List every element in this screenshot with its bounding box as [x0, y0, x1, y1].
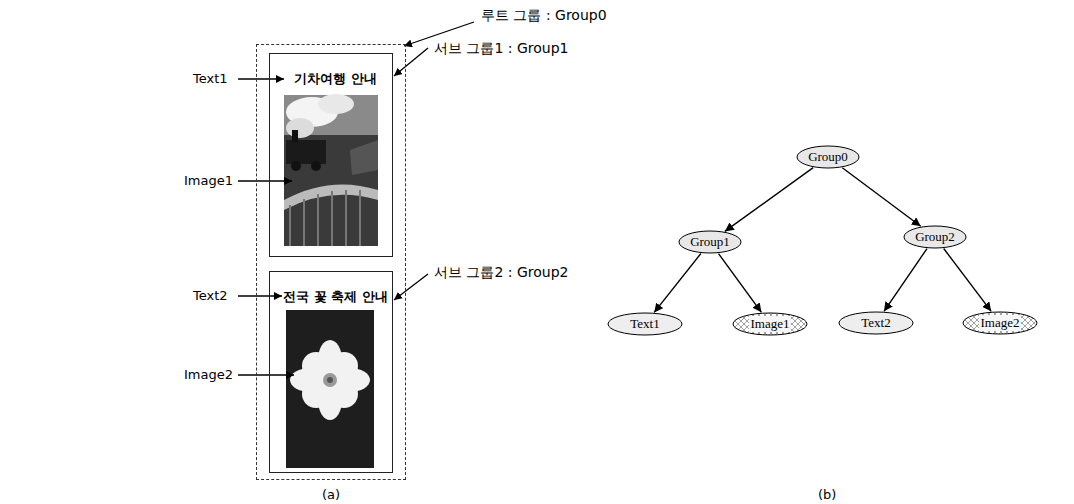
group-label: 서브 그룹2 : Group2 [434, 264, 569, 281]
ellipse-outline [839, 312, 913, 334]
content-title: 기차여행 안내 [294, 71, 377, 87]
panel-caption: (a) [322, 487, 340, 503]
node-label: Group0 [808, 149, 848, 165]
tree-node-ellipse: Group1 [678, 230, 742, 254]
ellipse-outline [963, 312, 1037, 334]
tree-edge [654, 254, 701, 313]
tree-node-ellipse: Image2 [962, 311, 1038, 335]
node-label: Image2 [979, 315, 1022, 331]
tree-edge [842, 168, 920, 227]
group-label: 서브 그룹1 : Group1 [434, 40, 569, 57]
ellipse-outline [608, 313, 682, 335]
sub-group-box: 서브 그룹1 : Group1기차여행 안내 [269, 53, 393, 257]
tree-node-ellipse: Image1 [732, 312, 808, 336]
callout-label: Text2 [193, 288, 228, 304]
tree-edge [884, 249, 927, 312]
ellipse-outline [679, 231, 741, 253]
tree-node-ellipse: Group0 [796, 145, 860, 169]
sub-group-box: 서브 그룹2 : Group2전국 꽃 축제 안내 [269, 271, 393, 473]
node-label: Image1 [749, 316, 792, 332]
node-label: Group2 [915, 229, 955, 245]
root-group-box: 루트 그룹 : Group0서브 그룹1 : Group1기차여행 안내서브 그… [256, 44, 406, 480]
leader-lines [238, 22, 474, 375]
callout-label: Image1 [184, 173, 233, 189]
callout-label: Text1 [193, 71, 228, 87]
node-label: Text2 [861, 315, 890, 331]
tree-edge [719, 254, 762, 313]
node-label: Text1 [630, 316, 659, 332]
ellipse-outline [797, 146, 859, 168]
content-title: 전국 꽃 축제 안내 [283, 289, 388, 305]
tree-node-ellipse: Group2 [903, 225, 967, 249]
train-photo [284, 94, 378, 246]
tree-edge [725, 168, 813, 232]
tree-edge [944, 249, 992, 312]
tree-node-ellipse: Text1 [607, 312, 683, 336]
panel-caption: (b) [818, 487, 836, 503]
flower-photo [286, 310, 374, 468]
ellipse-outline [733, 313, 807, 335]
group-label: 루트 그룹 : Group0 [481, 7, 607, 24]
node-label: Group1 [690, 234, 730, 250]
tree-node-ellipse: Text2 [838, 311, 914, 335]
callout-label: Image2 [184, 367, 233, 383]
ellipse-outline [904, 226, 966, 248]
